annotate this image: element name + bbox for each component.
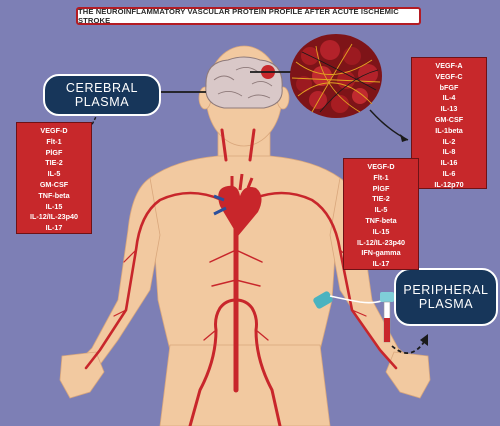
protein-item: PlGF: [45, 147, 63, 157]
protein-item: VEGF-A: [435, 61, 463, 70]
protein-item: IL-17: [372, 259, 390, 269]
clot-list-arrowhead: [400, 134, 408, 142]
protein-item: GM-CSF: [39, 179, 69, 189]
protein-item: TNF-beta: [365, 215, 397, 225]
protein-item: VEGF-D: [40, 126, 68, 135]
peripheral-label-line-1: PERIPHERAL: [403, 283, 489, 297]
protein-item: IFN-gamma: [361, 248, 401, 258]
protein-item: TIE-2: [372, 194, 390, 204]
protein-item: IL-17: [45, 223, 63, 233]
protein-item: IL-4: [442, 93, 456, 103]
protein-item: IL-15: [45, 201, 63, 211]
clot-list-arrow: [369, 109, 409, 141]
peripheral-plasma-label: PERIPHERAL PLASMA: [394, 268, 498, 326]
protein-item: IL-5: [47, 169, 61, 179]
sample-arrowhead: [420, 334, 428, 346]
protein-item: IL-5: [374, 205, 388, 215]
sample-arrow: [391, 341, 425, 354]
protein-item: IL-12/IL-23p40: [357, 237, 405, 247]
protein-item: TNF-beta: [38, 190, 70, 200]
protein-item: IL-1beta: [435, 125, 463, 135]
protein-item: PlGF: [372, 183, 390, 193]
protein-item: bFGF: [439, 82, 459, 92]
peripheral-label-line-2: PLASMA: [418, 297, 474, 311]
cerebral-plasma-label: CEREBRAL PLASMA: [43, 74, 161, 116]
protein-item: TIE-2: [45, 158, 63, 168]
protein-item: IL-12p70: [434, 179, 464, 189]
protein-item: IL-15: [372, 226, 390, 236]
protein-item: VEGF-D: [367, 162, 395, 171]
protein-item: IL-2: [442, 136, 456, 146]
protein-item: Flt-1: [373, 172, 389, 182]
blood-draw-catheter-icon: [313, 291, 394, 343]
cerebral-label-line-2: PLASMA: [74, 95, 130, 109]
protein-item: IL-16: [440, 158, 458, 168]
figure-title: THE NEUROINFLAMMATORY VASCULAR PROTEIN P…: [76, 7, 421, 25]
brain-icon: [205, 56, 283, 109]
protein-item: IL-8: [442, 147, 456, 157]
blood-clot-icon: [290, 34, 382, 118]
protein-item: Flt-1: [46, 136, 62, 146]
protein-item: GM-CSF: [434, 114, 464, 124]
protein-item: IL-13: [440, 104, 458, 114]
heart-icon: [213, 173, 262, 236]
protein-item: IL-12/IL-23p40: [30, 212, 78, 222]
cerebral-label-line-1: CEREBRAL: [65, 81, 139, 95]
protein-item: IL-6: [442, 168, 456, 178]
protein-item: VEGF-C: [435, 71, 463, 81]
